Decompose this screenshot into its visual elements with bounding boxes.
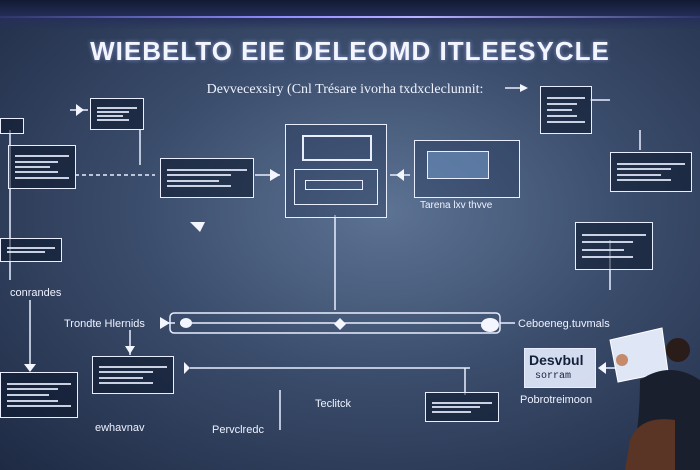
doc-card-right-top	[540, 86, 592, 134]
doc-card-center-left	[160, 158, 254, 198]
deployment-badge: Desvbul sorram	[524, 348, 596, 388]
monitor-window	[302, 135, 372, 161]
top-glow-bar	[0, 0, 700, 30]
label-right-flow: Ceboeneg.tuvmals	[518, 318, 610, 330]
label-bottom-left-2: Pervclredc	[212, 424, 264, 436]
doc-card-right-mid	[610, 152, 692, 192]
label-right-bottom: Pobrotreimoon	[520, 394, 593, 406]
monitor-panel	[294, 169, 378, 205]
doc-card-top-left	[90, 98, 144, 130]
screen-caption: Tarena lxv thvve	[420, 200, 493, 211]
central-monitor	[285, 124, 387, 218]
top-glow-line	[0, 16, 700, 18]
screen-chart-area	[427, 151, 489, 179]
doc-card-right-lower	[575, 222, 653, 270]
badge-title: Desvbul	[529, 352, 584, 368]
doc-card-bottom-left	[0, 372, 78, 418]
doc-card-lower-left	[92, 356, 174, 394]
badge-subtitle: sorram	[535, 371, 572, 382]
page-title: WIEBELTO EIE DELEOMD ITLEESYCLE	[90, 36, 610, 66]
label-left-mid: conrandes	[10, 287, 62, 299]
label-bottom-left: ewhavnav	[95, 422, 145, 434]
left-toolbar-card	[0, 238, 62, 262]
label-left-flow: Trondte Hlernids	[64, 318, 145, 330]
doc-card-lower-center	[425, 392, 499, 422]
label-center-bottom: Teclitck	[315, 398, 352, 410]
doc-card-tiny	[0, 118, 24, 134]
developer-figure	[609, 327, 700, 470]
page-subtitle: Devvecexsiry (Cnl Trésare ivorha txdxcle…	[206, 82, 484, 97]
analytics-screen	[414, 140, 520, 198]
doc-card-left	[8, 145, 76, 189]
